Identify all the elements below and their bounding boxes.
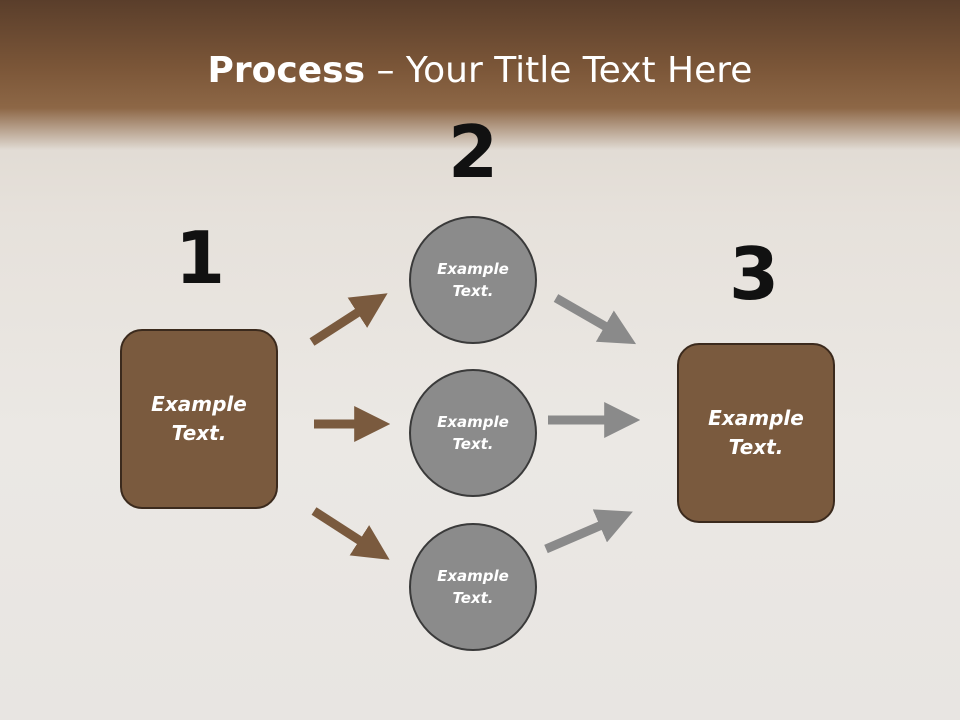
circle-3[interactable]: Example Text. <box>409 523 537 651</box>
step-3-box[interactable]: Example Text. <box>677 343 835 523</box>
circle-2-text: Example Text. <box>437 412 509 454</box>
step-3-text: Example Text. <box>708 406 804 459</box>
step-1-text: Example Text. <box>151 392 247 445</box>
step-number-2: 2 <box>447 110 499 194</box>
arrow-from-circle-3 <box>544 509 633 554</box>
step-number-3: 3 <box>728 232 780 316</box>
circle-2[interactable]: Example Text. <box>409 369 537 497</box>
circle-1-text: Example Text. <box>437 259 509 301</box>
arrow-to-circle-3 <box>311 507 390 560</box>
arrow-to-circle-1 <box>309 293 388 346</box>
circle-3-text: Example Text. <box>437 566 509 608</box>
circle-1[interactable]: Example Text. <box>409 216 537 344</box>
title-rest: – Your Title Text Here <box>365 50 753 91</box>
title-bold: Process <box>207 50 366 91</box>
slide-title[interactable]: Process – Your Title Text Here <box>0 50 960 91</box>
arrow-from-circle-1 <box>553 294 637 345</box>
title-bar <box>0 0 960 150</box>
step-1-box[interactable]: Example Text. <box>120 329 278 509</box>
step-number-1: 1 <box>174 216 226 300</box>
